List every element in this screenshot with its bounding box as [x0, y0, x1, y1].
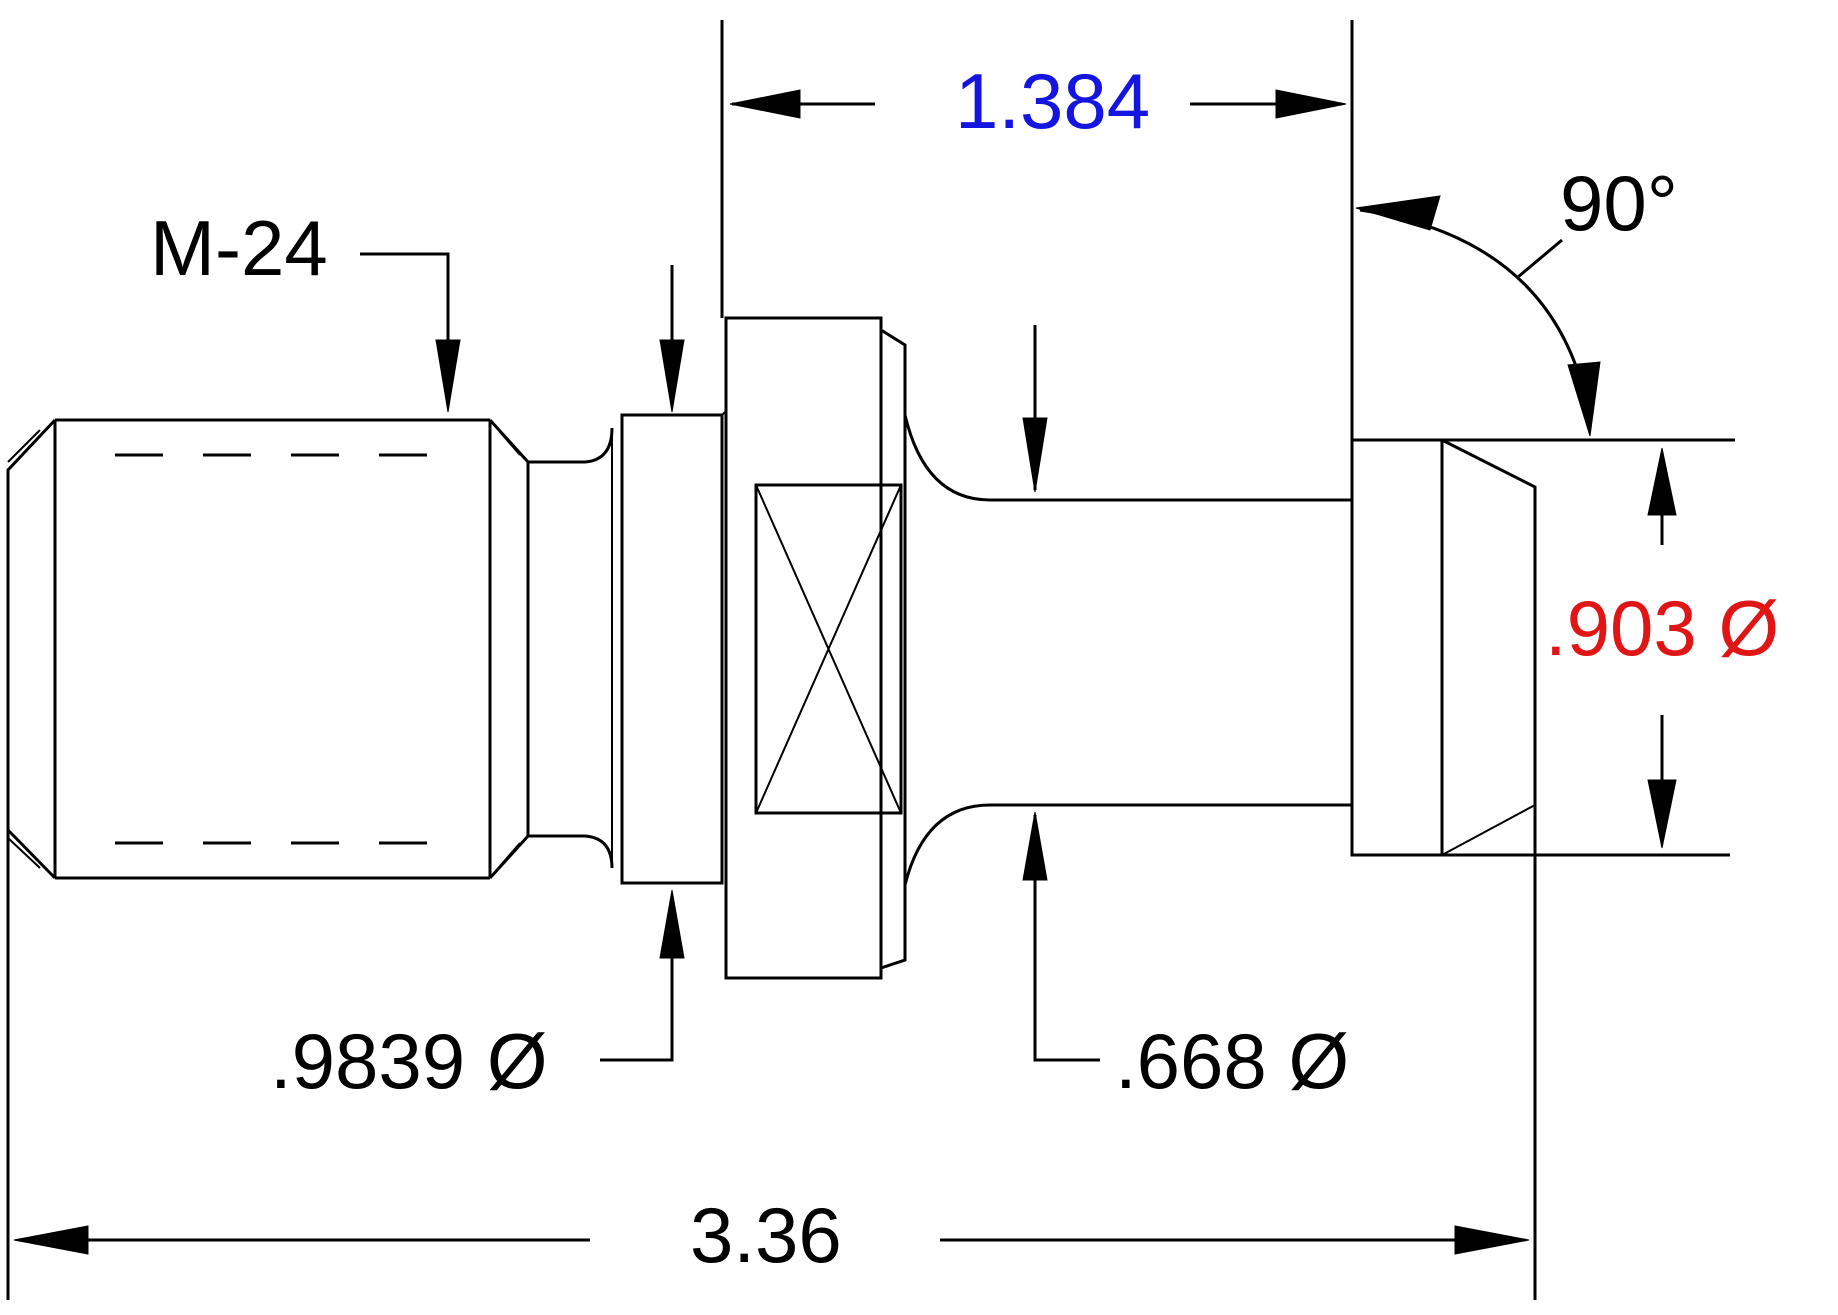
- tip-diameter-dimension: [1535, 447, 1730, 857]
- undercut-groove: [528, 427, 614, 869]
- dimension-labels: M-24 1.384 90° .903 Ø .9839 Ø .668 Ø 3.3…: [150, 57, 1779, 1279]
- part-outline: [6, 316, 1537, 980]
- collar-diameter-label: .9839 Ø: [270, 1017, 548, 1105]
- thread-size-label: M-24: [150, 204, 328, 292]
- neck-diameter-label: .668 Ø: [1115, 1017, 1349, 1105]
- flange: [724, 316, 907, 980]
- threaded-section: [6, 418, 492, 880]
- top-length-dimension: [720, 20, 1354, 440]
- head: [1350, 438, 1537, 857]
- angle-label: 90°: [1560, 159, 1678, 247]
- overall-length-label: 3.36: [690, 1191, 842, 1279]
- collar-diameter-leaders: [600, 265, 685, 1062]
- top-length-label: 1.384: [955, 57, 1150, 145]
- dimensions: [6, 20, 1735, 1300]
- collar: [620, 411, 726, 885]
- overall-length-dimension: [6, 487, 1537, 1300]
- neck: [903, 414, 1354, 886]
- angle-dimension: [1355, 195, 1735, 442]
- thread-leader: [360, 252, 461, 413]
- tip-diameter-label: .903 Ø: [1545, 584, 1779, 672]
- thread-relief: [488, 418, 530, 880]
- neck-diameter-leaders: [1022, 325, 1100, 1062]
